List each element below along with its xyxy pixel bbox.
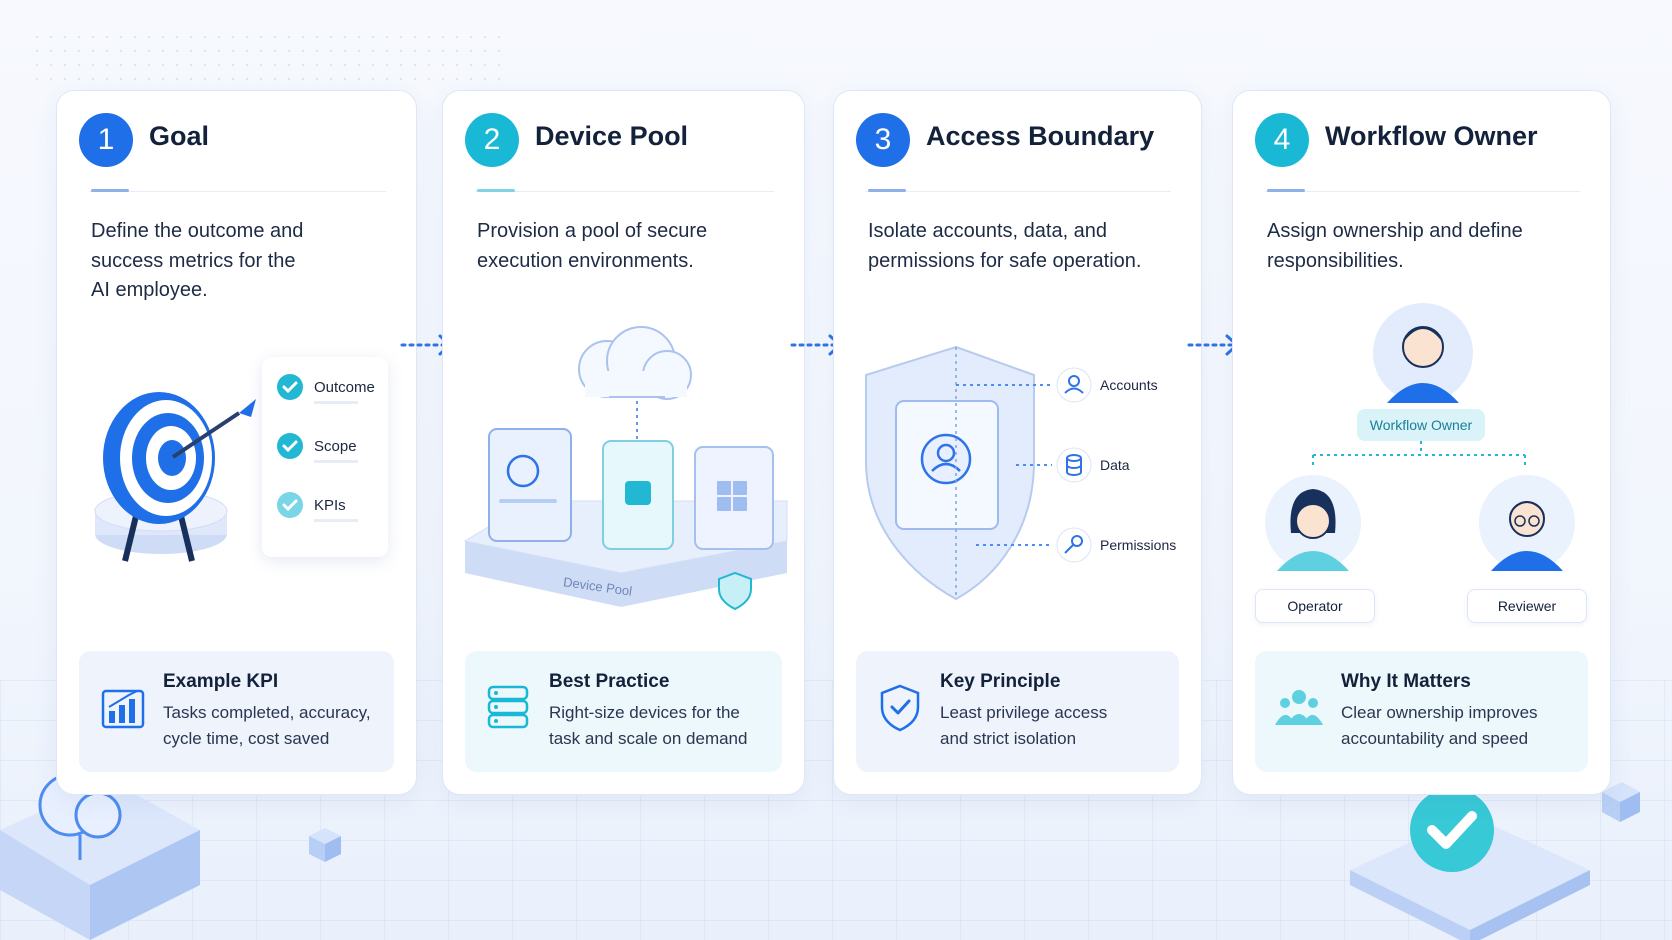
team-icon bbox=[1275, 690, 1323, 725]
resource-label: Data bbox=[1100, 457, 1130, 473]
step-card-access-boundary: 3 Access Boundary Isolate accounts, data… bbox=[833, 90, 1202, 795]
panel-text: and strict isolation bbox=[940, 729, 1077, 748]
user-account-icon bbox=[1056, 367, 1092, 403]
role-pill: Operator bbox=[1255, 589, 1375, 623]
step-card-device-pool: 2 Device Pool Provision a pool of secure… bbox=[442, 90, 805, 795]
checklist-item: Outcome bbox=[314, 379, 375, 396]
database-icon bbox=[1056, 447, 1092, 483]
checklist-card: Outcome Scope KPIs bbox=[262, 357, 388, 557]
check-circle-icon bbox=[277, 492, 303, 518]
step-title: Device Pool bbox=[535, 121, 689, 151]
bar-chart-icon bbox=[101, 689, 145, 729]
panel-title: Key Principle bbox=[940, 671, 1061, 692]
divider-accent bbox=[477, 189, 515, 192]
step-title: Goal bbox=[149, 121, 210, 151]
step-description: Define the outcome and success metrics f… bbox=[91, 220, 304, 301]
panel-text: task and scale on demand bbox=[549, 729, 748, 748]
cloud-icon bbox=[578, 326, 692, 400]
divider-accent bbox=[1267, 189, 1305, 192]
divider-accent bbox=[91, 189, 129, 192]
step-title: Access Boundary bbox=[926, 121, 1155, 151]
panel-text: cycle time, cost saved bbox=[163, 729, 330, 748]
step-number-badge: 3 bbox=[856, 113, 910, 167]
panel-text: Right-size devices for the bbox=[549, 703, 740, 722]
device-pool-illustration bbox=[463, 326, 788, 611]
info-panel: Key Principle Least privilege access and… bbox=[856, 651, 1179, 772]
step-title: Workflow Owner bbox=[1325, 121, 1538, 151]
step-card-goal: 1 Goal Define the outcome and success me… bbox=[56, 90, 417, 795]
checklist-item: Scope bbox=[314, 438, 357, 455]
panel-text: Tasks completed, accuracy, bbox=[163, 703, 371, 722]
cube-decoration bbox=[309, 828, 341, 862]
org-connector-lines bbox=[1312, 441, 1526, 469]
reviewer-avatar bbox=[1479, 475, 1575, 571]
step-card-workflow-owner: 4 Workflow Owner Assign ownership and de… bbox=[1232, 90, 1611, 795]
step-number-badge: 4 bbox=[1255, 113, 1309, 167]
divider bbox=[89, 191, 386, 192]
resource-label: Permissions bbox=[1100, 537, 1177, 553]
key-icon bbox=[1056, 527, 1092, 563]
info-panel: Why It Matters Clear ownership improves … bbox=[1255, 651, 1588, 772]
operator-avatar bbox=[1265, 475, 1361, 571]
step-description: Isolate accounts, data, and permissions … bbox=[868, 220, 1142, 272]
panel-text: Least privilege access bbox=[940, 703, 1108, 722]
step-description: Provision a pool of secure execution env… bbox=[477, 220, 708, 272]
shield-check-icon bbox=[880, 684, 920, 732]
shield-illustration bbox=[865, 345, 1052, 601]
check-circle-icon bbox=[277, 433, 303, 459]
background-dots bbox=[30, 30, 510, 90]
resource-label: Accounts bbox=[1100, 377, 1158, 393]
info-panel: Best Practice Right-size devices for the… bbox=[465, 651, 782, 772]
owner-role-pill: Workflow Owner bbox=[1357, 409, 1485, 441]
step-description: Assign ownership and define responsibili… bbox=[1267, 220, 1523, 272]
divider-accent bbox=[868, 189, 906, 192]
panel-text: Clear ownership improves bbox=[1341, 703, 1538, 722]
info-panel: Example KPI Tasks completed, accuracy, c… bbox=[79, 651, 394, 772]
owner-avatar bbox=[1373, 303, 1473, 403]
panel-text: accountability and speed bbox=[1341, 729, 1529, 748]
check-platform-decoration bbox=[1350, 782, 1640, 940]
divider bbox=[1265, 191, 1580, 192]
server-stack-icon bbox=[487, 685, 529, 729]
step-number-badge: 1 bbox=[79, 113, 133, 167]
step-number-badge: 2 bbox=[465, 113, 519, 167]
panel-title: Best Practice bbox=[549, 671, 670, 692]
checklist-item: KPIs bbox=[314, 497, 346, 514]
cloud-platform-decoration bbox=[0, 773, 200, 940]
target-icon bbox=[94, 392, 256, 562]
shield-icon bbox=[718, 571, 752, 611]
panel-title: Example KPI bbox=[163, 671, 279, 692]
role-pill: Reviewer bbox=[1467, 589, 1587, 623]
check-circle-icon bbox=[277, 374, 303, 400]
panel-title: Why It Matters bbox=[1341, 671, 1471, 692]
divider bbox=[475, 191, 774, 192]
divider bbox=[866, 191, 1171, 192]
